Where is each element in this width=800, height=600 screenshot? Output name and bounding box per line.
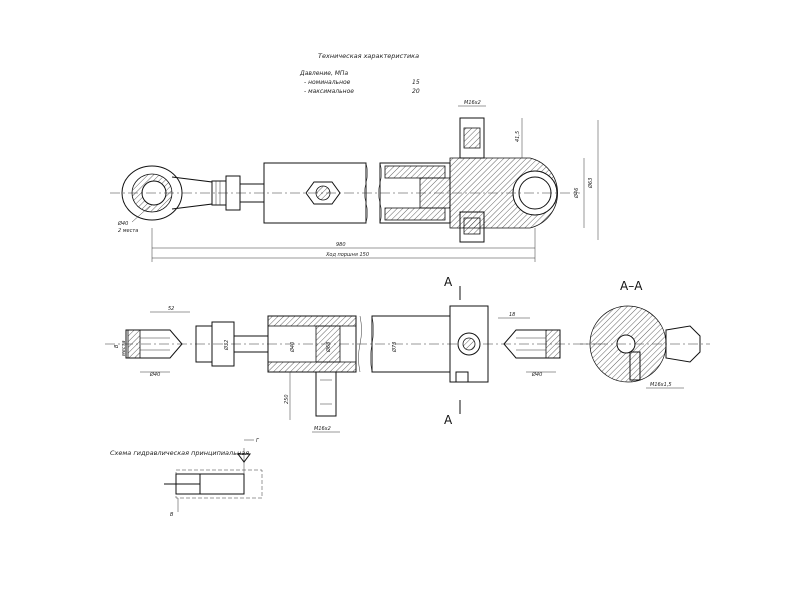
dim-body-d: Ø73 xyxy=(391,342,398,353)
section-hatch xyxy=(315,325,341,363)
eye-left-note: 2 места xyxy=(118,228,138,234)
valve-port-inner xyxy=(462,337,476,351)
eye-left-dim: Ø40 xyxy=(117,220,128,227)
small-plug xyxy=(455,371,469,383)
scheme-port-v: В xyxy=(170,512,174,518)
spec-row-value: 15 xyxy=(412,79,420,86)
length-dim: 980 xyxy=(336,242,346,248)
section-port xyxy=(629,351,641,381)
section-hatch xyxy=(267,315,357,327)
spec-row-label: - максимальное xyxy=(304,88,354,95)
dim-18: 18 xyxy=(509,312,515,318)
section-aa: А–А М16х1,5 xyxy=(580,279,710,389)
section-thread: М16х1,5 xyxy=(650,382,672,388)
dim-40b: Ø40 xyxy=(531,371,542,378)
section-mark: А xyxy=(444,275,453,289)
spec-row-label: - номинальное xyxy=(304,79,351,86)
eye-dim: Ø46 xyxy=(573,188,580,199)
section-fitting xyxy=(665,325,701,363)
section-hatch xyxy=(463,127,481,149)
section-mark: А xyxy=(444,413,453,427)
height-dim: 41,5 xyxy=(515,131,521,142)
dim-b-note: места xyxy=(121,340,127,356)
scheme-port-g: Г xyxy=(256,438,260,444)
thread-port2: М16х2 xyxy=(314,426,331,432)
left-fork xyxy=(125,329,183,359)
stroke-dim: Ход поршня 150 xyxy=(325,252,369,258)
dim-b: В xyxy=(114,344,120,348)
section-hatch xyxy=(267,361,357,373)
spec-pressure-label: Давление, МПа xyxy=(299,70,348,77)
spec-block: Техническая характеристика Давление, МПа… xyxy=(299,52,420,95)
side-port-fitting xyxy=(315,371,337,417)
section-hatch xyxy=(127,329,141,359)
end-block xyxy=(449,305,489,383)
section-hatch xyxy=(463,217,481,235)
dim-rod: Ø32 xyxy=(223,340,230,351)
thread-port-label: М16х2 xyxy=(464,100,481,106)
width-dim: Ø63 xyxy=(587,178,594,189)
hydraulic-scheme: Схема гидравлическая принципиальная Г В xyxy=(110,438,263,518)
dim-rod-d: Ø40 xyxy=(289,342,296,353)
spec-row-value: 20 xyxy=(412,88,420,95)
dim-40a: Ø40 xyxy=(149,371,160,378)
section-hatch xyxy=(545,329,561,359)
spec-title: Техническая характеристика xyxy=(318,52,419,60)
dim-height: 250 xyxy=(284,394,290,404)
port-fitting-hex xyxy=(305,181,341,205)
section-hatch xyxy=(384,207,446,221)
top-view: 980 Ход поршня 150 Ø46 Ø63 М16х2 41,5 Ø4… xyxy=(110,100,599,262)
scheme-check-valve xyxy=(237,453,251,463)
top-valve-fitting xyxy=(459,117,485,159)
bottom-valve-fitting xyxy=(459,211,485,243)
section-hatch xyxy=(384,165,446,179)
side-view: А А 52 18 В места Ø40 Ø40 Ø32 Ø40 Ø63 Ø7… xyxy=(105,275,605,433)
scheme-title: Схема гидравлическая принципиальная xyxy=(110,449,249,457)
dim-rod-d2: Ø63 xyxy=(325,342,332,353)
section-aa-label: А–А xyxy=(620,279,643,293)
dim-52: 52 xyxy=(168,306,174,312)
